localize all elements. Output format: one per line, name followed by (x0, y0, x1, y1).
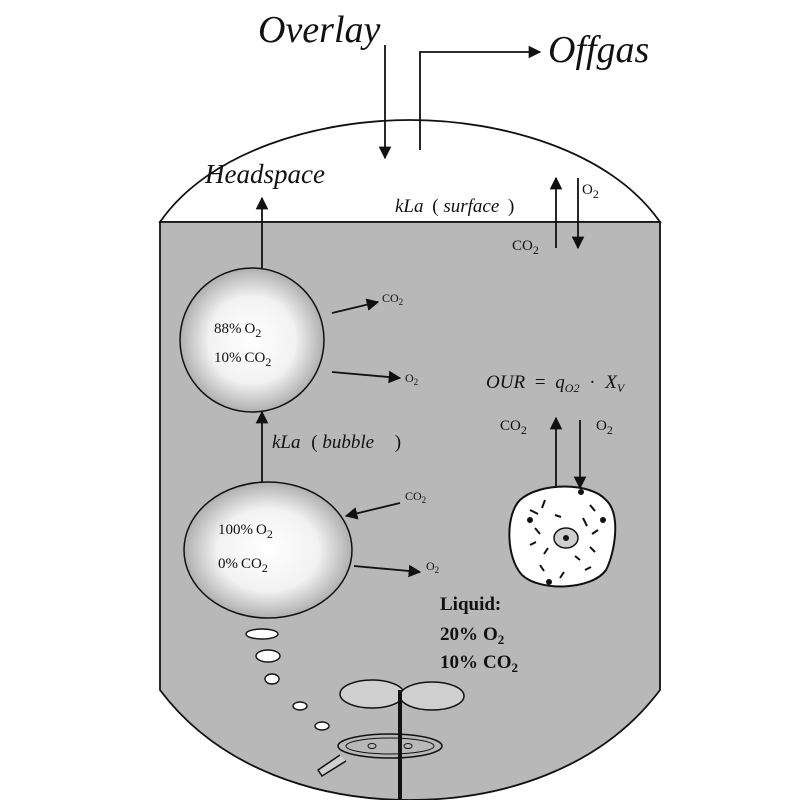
headspace-label: Headspace (204, 159, 325, 189)
surface-co2-label: CO2 (512, 238, 539, 257)
bubble-bottom-o2-arrow (353, 564, 422, 578)
impeller-sparger (316, 679, 465, 800)
bubble-top-co2-arrow (331, 298, 380, 314)
surface-o2-label: O2 (582, 182, 599, 201)
overlay-label: Overlay (258, 9, 381, 51)
bubble-bottom-co2: 0%CO2 (218, 556, 268, 575)
cell-icon (508, 485, 617, 588)
liquid-title: Liquid: (440, 594, 501, 615)
bubble-top-o2-label: O2 (405, 371, 418, 387)
small-bubbles (245, 628, 330, 731)
liquid-o2: 20%O2 (440, 624, 504, 647)
liquid-co2: 10%CO2 (440, 652, 518, 675)
headspace-dome (158, 119, 662, 223)
kla-surface-label: kLa ( surface ) (395, 196, 514, 217)
bubble-top (179, 267, 325, 413)
our-equation: OUR = qO2 · XV (486, 372, 626, 397)
offgas-arrow (419, 45, 542, 150)
kla-bubble-label: kLa ( bubble ) (272, 432, 401, 453)
bubble-bottom-co2-arrow (344, 502, 401, 520)
offgas-label: Offgas (548, 29, 649, 71)
bubble-top-co2-label: CO2 (382, 291, 403, 307)
bubble-top-co2: 10%CO2 (214, 350, 271, 369)
bubble-bottom (183, 481, 353, 619)
bubble-top-o2: 88%O2 (214, 321, 261, 340)
bubble-bottom-o2: 100%O2 (218, 522, 273, 541)
bubble-bottom-o2-label: O2 (426, 559, 439, 575)
bubble-bottom-co2-label: CO2 (405, 489, 426, 505)
cell-o2-label: O2 (596, 418, 613, 437)
cell-co2-label: CO2 (500, 418, 527, 437)
bubble-top-o2-arrow (331, 370, 402, 384)
